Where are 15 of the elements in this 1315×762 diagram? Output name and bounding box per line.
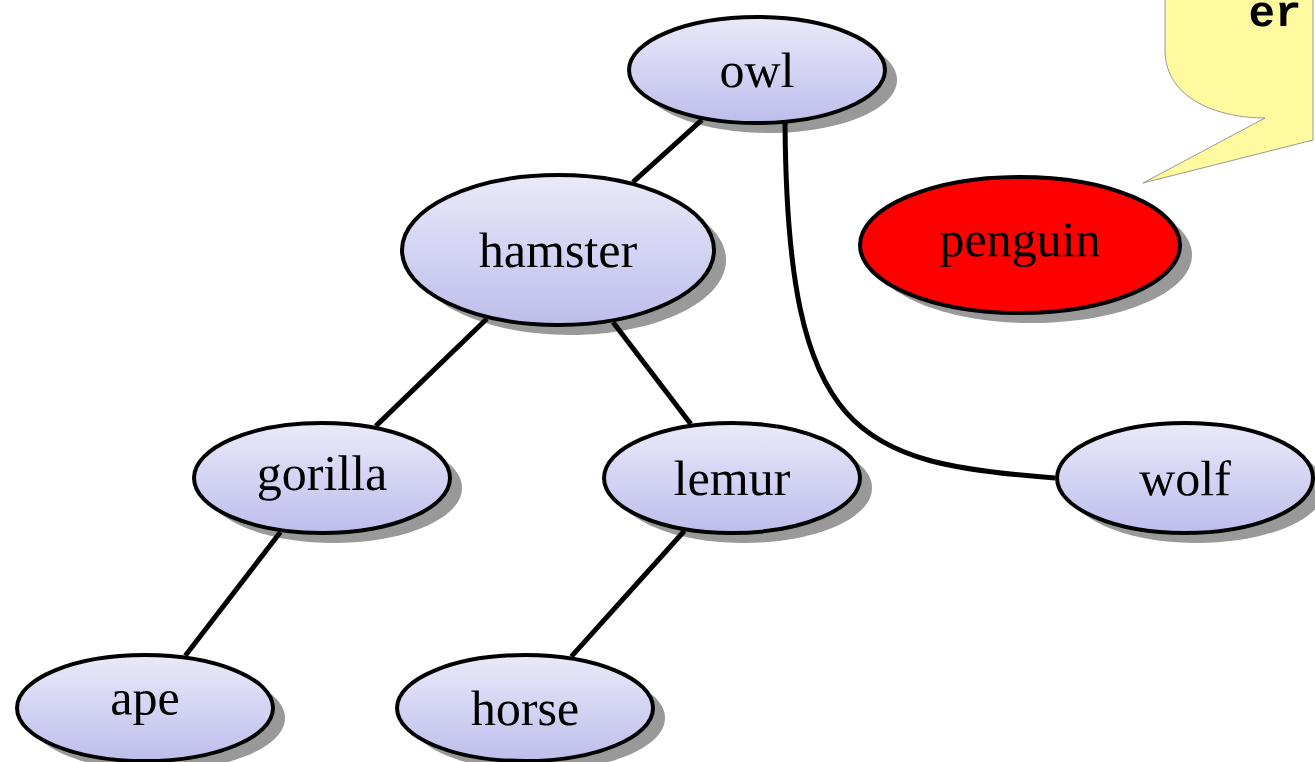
connector-line [183,530,283,658]
ellipse-node: gorilla [192,421,462,543]
ellipse-node: horse [395,653,665,762]
ellipse-node: wolf [1055,421,1315,543]
connector-line [569,529,687,659]
connector-line [611,320,693,426]
ellipse-node: lemur [602,421,872,543]
speech-bubble: er [1142,0,1314,184]
ellipse-node: hamster [400,173,726,335]
connector-line [374,316,489,428]
ellipse-node: owl [627,15,897,133]
connector-line [782,121,1056,481]
ellipse-node: ape [15,653,285,762]
connector-line [631,117,704,185]
ellipse-node: penguin [858,175,1192,323]
